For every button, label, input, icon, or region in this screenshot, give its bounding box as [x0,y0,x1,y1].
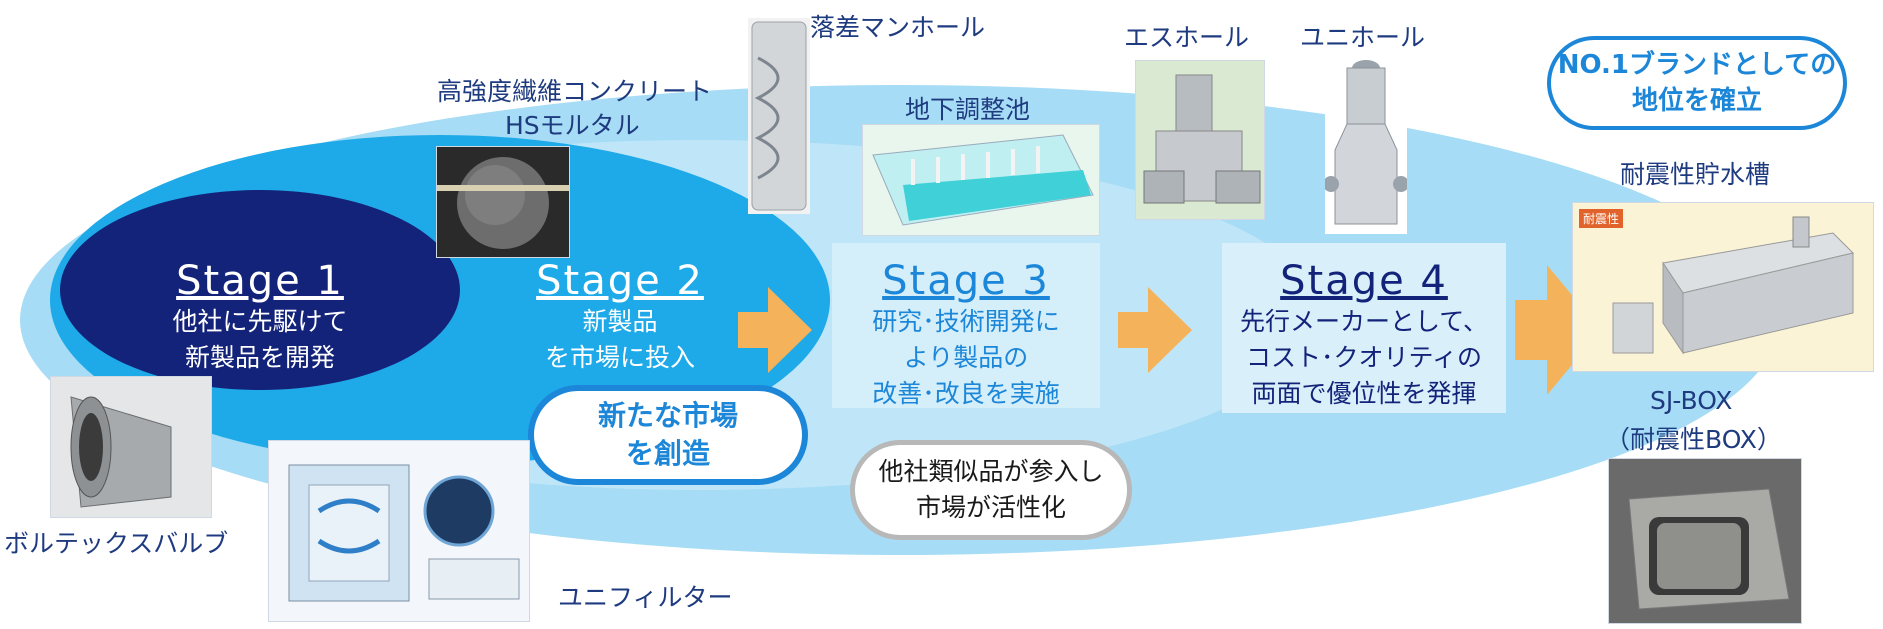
s-hole-label: エスホール [1124,23,1250,52]
underground-pond-photo [862,124,1100,236]
vortex-valve-label: ボルテックスバルブ [4,529,229,558]
tank-badge: 耐震性 [1579,209,1624,228]
brand-callout: NO.1ブランドとしての 地位を確立 [1547,36,1847,130]
stage-2: Stage 2 新製品 を市場に投入 [515,258,725,376]
stage-3-title: Stage 3 [882,258,1050,304]
sjbox-photo [1608,458,1802,624]
sjbox-sub-label: （耐震性BOX） [1605,425,1782,454]
uni-hole-label: ユニホール [1300,23,1426,52]
competitors-callout: 他社類似品が参入し 市場が活性化 [850,440,1132,540]
stage-3: Stage 3 研究･技術開発に より製品の 改善･改良を実施 [832,258,1100,412]
arrow-2 [1118,287,1192,373]
uni-filter-label: ユニフィルター [558,583,733,612]
arrow-3 [1515,265,1601,395]
arrow-1 [738,287,812,373]
stage-1-title: Stage 1 [176,258,344,304]
hs-mortar-photo [436,146,570,258]
stage-4-line-3: 両面で優位性を発揮 [1251,379,1477,408]
stage-1: Stage 1 他社に先駆けて 新製品を開発 [140,258,380,376]
stage-1-line-1: 他社に先駆けて [172,307,348,336]
new-market-callout: 新たな市場 を創造 [528,385,808,485]
underground-pond-label: 地下調整池 [905,95,1031,124]
seismic-tank-label: 耐震性貯水槽 [1620,160,1771,189]
stage3-box [832,243,1100,408]
stage-1-line-2: 新製品を開発 [184,343,335,372]
brand-line-1: NO.1ブランドとしての [1557,50,1837,80]
stage-4-title: Stage 4 [1280,258,1448,304]
stage-3-line-1: 研究･技術開発に [872,307,1060,336]
stage-4-line-2: コスト･クオリティの [1245,343,1482,372]
drop-manhole-photo [748,18,810,214]
stage-2-title: Stage 2 [536,258,704,304]
high-strength-label: 高強度繊維コンクリート [437,77,713,106]
drop-manhole-label: 落差マンホール [810,13,986,42]
stage4-box [1222,243,1506,413]
competitors-line-2: 市場が活性化 [915,493,1066,522]
stage-2-line-1: 新製品 [582,307,658,336]
new-market-line-2: を創造 [625,437,710,470]
stage-3-line-2: より製品の [903,343,1029,372]
new-market-line-1: 新たな市場 [597,399,738,432]
competitors-line-1: 他社類似品が参入し [878,457,1104,486]
stage-2-line-2: を市場に投入 [544,343,695,372]
uni-filter-photo [268,440,530,622]
brand-line-2: 地位を確立 [1631,86,1762,116]
stage-3-line-3: 改善･改良を実施 [872,379,1060,408]
stage-4: Stage 4 先行メーカーとして、 コスト･クオリティの 両面で優位性を発揮 [1222,258,1506,412]
sjbox-label: SJ-BOX [1650,386,1733,415]
hs-mortar-label: HSモルタル [505,111,640,140]
uni-hole-photo [1325,54,1407,234]
stage-4-line-1: 先行メーカーとして、 [1239,307,1488,336]
stage1-ellipse [60,190,460,390]
vortex-valve-photo [50,376,212,518]
s-hole-photo [1135,60,1265,220]
seismic-tank-photo: 耐震性 [1572,202,1874,372]
